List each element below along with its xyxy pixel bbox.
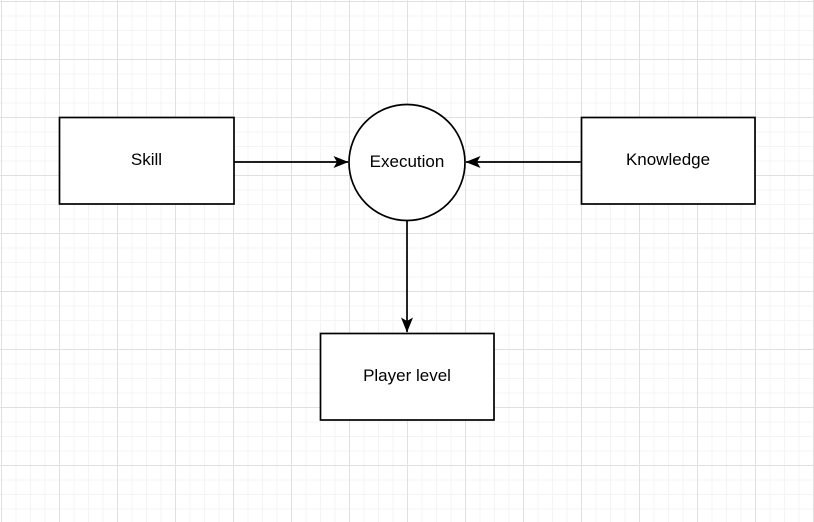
node-execution[interactable] [348,103,466,222]
node-skill[interactable] [58,116,235,205]
node-knowledge[interactable] [580,116,756,205]
node-player-level[interactable] [319,332,495,421]
